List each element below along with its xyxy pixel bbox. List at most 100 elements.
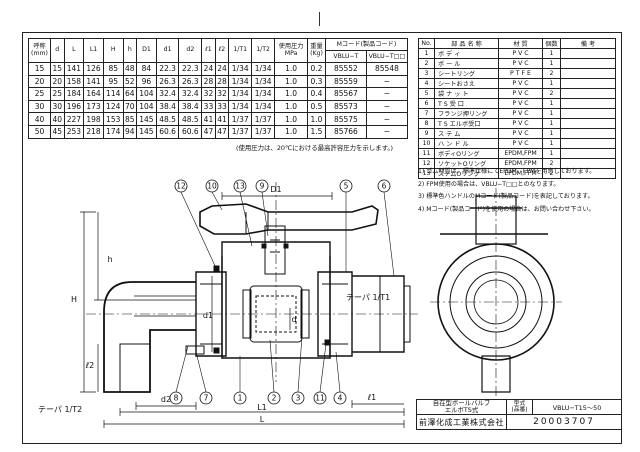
dim-cell: 1.0: [274, 112, 309, 126]
balloon-number: 9: [260, 182, 265, 191]
dim-cell: 15: [28, 62, 51, 76]
balloon-number: 3: [296, 394, 301, 403]
dim-header-nominal: 呼称 (mm): [28, 38, 51, 63]
dim-cell: 45: [50, 124, 65, 139]
dim-D1: D1: [270, 185, 281, 194]
balloon-leader: [239, 191, 253, 247]
body-o-ring: [324, 339, 331, 346]
dim-cell: 60.6: [178, 124, 203, 139]
note-item: 2) FPM使用の場合は、VBLU−T□□とのなります。: [418, 180, 560, 188]
pressure-note: (使用圧力は、20℃における最高許容圧力を示します。): [236, 144, 394, 152]
note-item: 1) ゴム材質は、標準仕様にてEPDM、FPMを用意しております。: [418, 168, 596, 175]
handle: [199, 203, 379, 235]
balloon-leader: [319, 343, 327, 393]
balloon-leader: [335, 351, 341, 393]
balloon-circle: [313, 391, 327, 405]
stem-o-ring: [261, 243, 267, 249]
balloon-circle: [205, 179, 219, 193]
dim-header-l1: ℓ1: [201, 38, 216, 63]
balloon-circle: [199, 391, 213, 405]
title-company: 前澤化成工業株式会社: [416, 414, 507, 430]
dim-header-d2: d2: [178, 38, 203, 63]
dim-cell: 218: [83, 124, 104, 139]
dim-cell: 60.6: [155, 124, 180, 139]
side-view: [430, 188, 562, 398]
balloon-leader: [180, 191, 217, 269]
dim-cell: 47: [201, 124, 216, 139]
ts-socket: [352, 275, 405, 353]
stem-o-ring: [283, 243, 289, 249]
balloon-circle: [255, 179, 269, 193]
balloon-number: 7: [204, 394, 209, 403]
dim-cell: −: [365, 124, 409, 139]
balloon-leader: [383, 191, 395, 277]
balloon-circle: [267, 391, 281, 405]
note-item: 4) Mコード(製品コード)を使用の場合は、お問い合わせ下さい。: [418, 205, 595, 213]
balloon-number: 5: [344, 182, 349, 191]
body: [221, 256, 331, 359]
dim-H: H: [71, 295, 77, 304]
center-mark: [319, 12, 320, 26]
dim-header-H: H: [102, 38, 124, 63]
dim-header-h: h: [122, 38, 138, 63]
taper-t1-label: テーパ 1/T1: [346, 293, 390, 302]
balloon-circle: [174, 179, 188, 193]
title-block: 自在型ボールバルブ エルボTS式 型式 (品番) VBLU−T15〜50 前澤化…: [416, 399, 622, 430]
flange-ring: [185, 345, 205, 355]
balloon-number: 1: [238, 394, 243, 403]
balloon-circle: [233, 179, 247, 193]
parts-cell: [560, 168, 616, 179]
dim-cell: 85766: [324, 124, 367, 139]
dim-cell: 28: [201, 74, 216, 89]
balloon-leader: [211, 191, 223, 211]
drawing-frame: [22, 32, 622, 444]
seat-ring: [242, 289, 252, 339]
mcode-sub-fpm: VBLU−T□□: [368, 53, 406, 60]
dim-L1: L1: [257, 403, 267, 412]
balloon-number: 4: [338, 394, 343, 403]
taper-t2-label: テーパ 1/T2: [38, 405, 82, 414]
union-nut-right: [317, 271, 353, 357]
balloon-leader: [175, 345, 189, 393]
union-nut-left: [195, 271, 227, 357]
balloon-circle: [169, 391, 183, 405]
balloon-number: 8: [174, 394, 179, 403]
mcode-sub-standard: VBLU−T: [326, 51, 367, 62]
dim-d2: d2: [161, 395, 171, 404]
balloon-circle: [233, 391, 247, 405]
socket-o-ring: [213, 265, 220, 272]
dim-header-weight: 重量 (Kg): [307, 38, 326, 63]
balloon-number: 13: [235, 182, 245, 191]
dim-header-d: d: [50, 38, 65, 63]
balloon-leader: [195, 351, 207, 393]
dimension-table: 呼称 (mm) d L L1 H h D1 d1 d2 ℓ1 ℓ2 1/T1 1…: [28, 38, 409, 139]
balloon-leader: [269, 339, 275, 393]
dim-header-d1: d1: [155, 38, 180, 63]
title-model: VBLU−T15〜50: [532, 399, 622, 415]
dim-cell: 1.0: [274, 124, 309, 139]
dim-cell: 174: [102, 124, 124, 139]
seat-ring: [300, 289, 310, 339]
title-drawing-number: 20003707: [506, 414, 622, 430]
stem: [264, 225, 286, 275]
dim-header-t2: 1/T2: [251, 38, 276, 63]
ts-elbow: [103, 281, 196, 393]
dim-l1: ℓ1: [367, 393, 376, 402]
balloon-circle: [333, 391, 347, 405]
title-product-name: 自在型ボールバルブ エルボTS式: [416, 399, 507, 415]
balloon-number: 11: [315, 394, 325, 403]
dim-cell: 50: [28, 124, 51, 139]
dim-l2: ℓ2: [85, 361, 94, 370]
dim-header-mcode: Mコード(製品コード) VBLU−T VBLU−T□□: [324, 38, 409, 63]
dim-h: h: [107, 255, 112, 264]
balloon-number: 10: [207, 182, 217, 191]
balloon-number: 2: [272, 394, 277, 403]
dim-cell: 145: [136, 124, 157, 139]
balloon-number: 12: [176, 182, 186, 191]
